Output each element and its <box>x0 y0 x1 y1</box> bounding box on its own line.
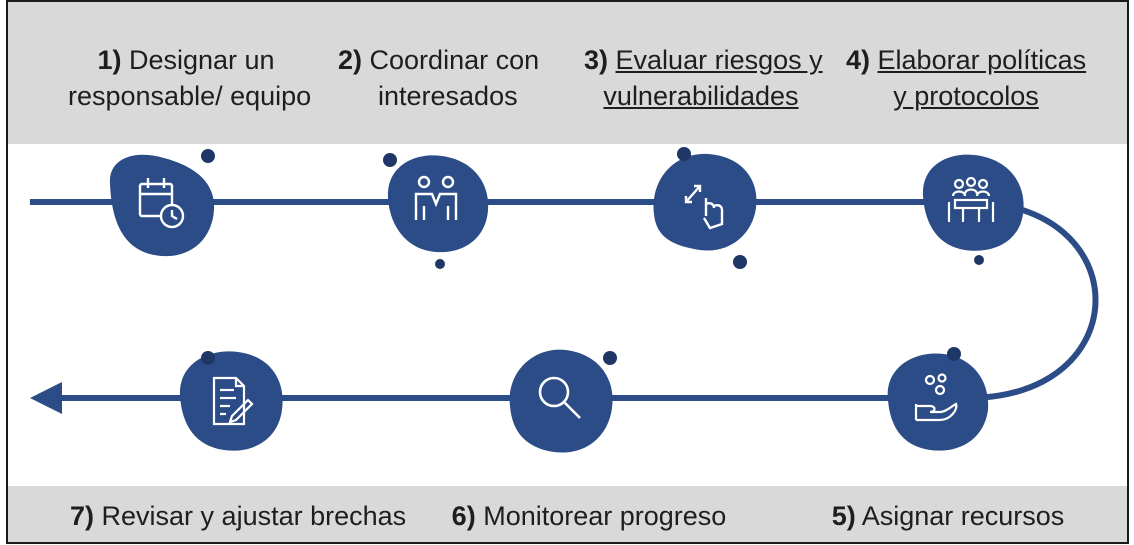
step-5-label: 5) Asignar recursos <box>831 501 1065 531</box>
meeting-table-icon <box>947 176 995 222</box>
step-1-label: 1) Designar un responsable/ equipo <box>68 45 312 111</box>
document-edit-icon <box>212 376 254 426</box>
people-handshake-icon <box>414 175 458 220</box>
magnifier-icon <box>538 376 581 419</box>
touch-gesture-icon <box>684 184 724 230</box>
step-6-node <box>509 349 617 453</box>
step-4-node <box>922 154 1024 265</box>
step-4-label: 4) Elaborar políticas y protocolos <box>846 45 1087 111</box>
step-1-node <box>109 149 215 257</box>
step-2-node <box>383 153 489 269</box>
bottom-label-band <box>8 486 1127 542</box>
step-7-node <box>179 351 283 451</box>
step-7-label: 7) Revisar y ajustar brechas <box>70 501 407 531</box>
step-5-node <box>887 347 989 451</box>
step-2-label: 2) Coordinar con interesados <box>338 45 540 111</box>
hand-coins-icon <box>914 373 958 422</box>
step-3-node <box>653 147 757 269</box>
diagram-frame: 1) Designar un responsable/ equipo 2) Co… <box>6 0 1129 544</box>
step-6-label: 6) Monitorear progreso <box>451 501 727 531</box>
step-3-label: 3) Evaluar riesgos y vulnerabilidades <box>584 45 823 111</box>
flow-arrowhead <box>30 382 62 414</box>
flow-line-curve <box>967 199 1099 401</box>
calendar-clock-icon <box>138 178 185 229</box>
process-flow <box>30 147 1099 453</box>
top-label-band <box>8 2 1127 144</box>
